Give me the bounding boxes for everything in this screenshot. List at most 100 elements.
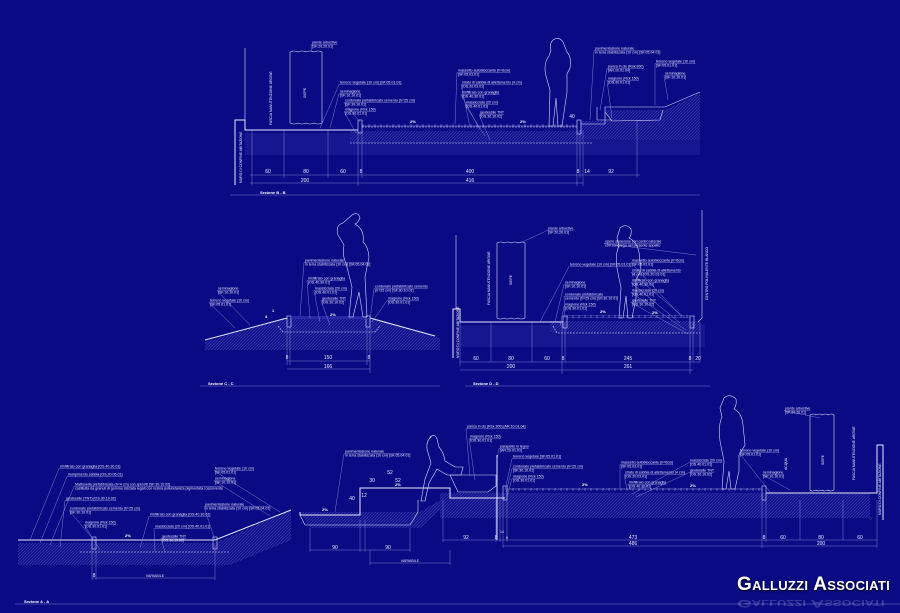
leader-line — [761, 474, 791, 491]
annotation-code: in terra stabilizzata (10 cm) [SF.05.04.… — [305, 263, 370, 267]
dimension: 90 — [385, 545, 391, 551]
slope-label: 2% — [652, 310, 658, 315]
annotation-text: terreno vegetale (10 cm) — [210, 298, 249, 302]
annotation-text: pavimentazione naturale — [205, 502, 244, 506]
vertical-label: MURO DI CONFINE ABITAZIONE — [239, 131, 243, 183]
leader-line — [343, 111, 376, 134]
leader-line — [504, 458, 562, 491]
annotation-text: terreno vegetale (10 cm) — [215, 466, 254, 470]
annotation-text: seminagione — [218, 286, 238, 290]
leader-line — [153, 528, 211, 553]
leader-line — [663, 75, 687, 101]
annotation-label: strato di sabbia di allettamento (4 cm)[… — [460, 80, 522, 128]
annotation-code: [SF.05.03.01] — [632, 263, 653, 267]
leader-line — [208, 302, 250, 329]
annotation-code: [OS.30.10.02] — [322, 301, 344, 305]
annotation-code: costituita da granuli di gomma riciclata… — [75, 487, 223, 491]
leader-line — [334, 453, 411, 513]
section-b-b: Sezione B - B 2% 2% 60 80 60 8 400 8 14 … — [230, 38, 701, 196]
leader-line — [505, 468, 584, 493]
annotation-label: strato di sabbia di allettamento (4 cm)[… — [623, 470, 685, 490]
leader-line — [454, 72, 511, 125]
annotation-label: terreno vegetale (10 cm) [SF.05.01.01] — [539, 262, 631, 323]
annotation-label: geotessile (TNT) [OS.30.10.02] — [59, 496, 116, 548]
annotation-label: magrone (Rck 150)[OS.30.01.01] — [371, 296, 419, 323]
vertical-label: ACQUA — [784, 457, 788, 470]
annotation-code: [SF.30.10.01] — [345, 103, 366, 107]
dimension: 40 — [569, 114, 575, 120]
leader-line — [139, 516, 211, 549]
leader-line — [371, 300, 419, 323]
annotation-text: parapetto in legno — [500, 444, 529, 448]
annotation-label: terreno vegetale (10 cm) [SF.05.01.01] — [319, 80, 401, 129]
annotation-code: [SF.10.10.01] — [218, 291, 239, 295]
annotation-text: magrone (Rck 150) — [85, 520, 116, 524]
annotation-label: panca in cls (Rck 300)[AR.10.01.04] — [599, 64, 644, 111]
annotation-code: [SF.05.01.01] — [740, 453, 761, 457]
annotation-label: massetto autobloccante (h=6cm)[SF.05.03.… — [630, 258, 685, 316]
leader-line — [310, 44, 338, 53]
leader-line — [619, 464, 674, 488]
dimension: 92 — [608, 169, 614, 175]
annotation-text: geotessile TNT — [162, 534, 187, 538]
annotation-label: geotessile TNT[OS.30.10.02] — [635, 468, 715, 498]
annotation-text: cordonato prefabbricato cemento — [375, 284, 428, 288]
annotation-text: terreno vegetale (10 cm) [SF.05.01.01] — [340, 80, 401, 84]
leader-line — [478, 114, 505, 141]
annotation-text: magrone (Rck 150) — [565, 302, 596, 306]
annotation-text: seminagione — [215, 476, 235, 480]
annotation-text: geotessile (TNT) [OS.30.10.02] — [66, 496, 116, 500]
annotation-text: riinfiltrato con granaglia — [462, 90, 499, 94]
annotation-code: [SF.10.10.01] — [340, 94, 361, 98]
annotation-text: pavimentazione naturale — [345, 449, 384, 453]
annotation-label: massicciata (20 cm)[OS.40.01.01] — [631, 458, 722, 495]
annotation-text: massicciata (20 cm) — [690, 458, 722, 462]
dimension: 8 — [368, 355, 371, 361]
annotation-code: [SF.30.10.01] — [513, 469, 534, 473]
dimension: 8 — [506, 536, 508, 540]
vertical-label: MURO DI CONFINE ABITAZIONE — [878, 463, 882, 515]
annotation-text: riinfiltrato con granaglia [OS.40.30.01] — [60, 464, 120, 468]
leader-line — [630, 272, 686, 319]
dimension: 416 — [466, 178, 475, 184]
dimension: 60 — [340, 169, 346, 175]
dimension: 261 — [624, 364, 633, 370]
leader-line — [460, 94, 500, 131]
dimension: 8 — [763, 535, 766, 541]
annotation-code: [SF.30.10.01] — [70, 511, 91, 515]
annotation-code: [OS.40.30.01] — [629, 485, 651, 489]
dimension: 473 — [629, 535, 638, 541]
annotation-label: seminagione[SF.10.10.01] — [554, 280, 587, 323]
annotation-label: terreno vegetale [SF.05.01.01] — [504, 454, 562, 491]
dimension: 486 — [629, 541, 638, 547]
leader-line — [506, 478, 544, 498]
annotation-label: piante arbustive[SF.20.20.01] — [783, 406, 821, 419]
person-silhouette — [616, 225, 642, 319]
annotation-label: cordonato prefabbricato cemento (h=25 cm… — [505, 464, 584, 493]
dimension: 80 — [818, 535, 824, 541]
dimension: 166 — [324, 364, 333, 370]
dimension: 200 — [817, 541, 826, 547]
section-a-title: Sezione A - A — [24, 599, 49, 604]
annotation-code: [SF.10.10.01] — [763, 475, 784, 479]
annotation-text: terreno vegetale (10 cm) [SF.05.01.01] — [570, 262, 631, 266]
leader-line — [49, 486, 224, 546]
annotation-code: [OS.30.01.01] — [513, 479, 535, 483]
leader-line — [465, 428, 526, 477]
annotation-label: massetto autobloccante (h=6cm)[SF.05.03.… — [619, 460, 674, 488]
dimension: VARIABILE — [401, 559, 420, 563]
annotation-code: [OS.30.01.01] — [470, 439, 492, 443]
leader-line — [654, 63, 696, 105]
annotation-text: cordonato prefabbricato cemento (h=25 cm… — [345, 98, 415, 102]
leader-line — [160, 538, 187, 553]
dimension: 150 — [324, 355, 333, 361]
leader-line — [563, 296, 619, 319]
annotation-text: geotessile TNT — [322, 296, 347, 300]
annotation-code: [OS.20.03.01] — [462, 85, 484, 89]
dimension: 8 — [360, 169, 363, 175]
leader-line — [783, 410, 821, 419]
slope-label: 2% — [330, 312, 336, 317]
annotation-text: massetto autobloccante (h=6cm) — [632, 258, 684, 262]
